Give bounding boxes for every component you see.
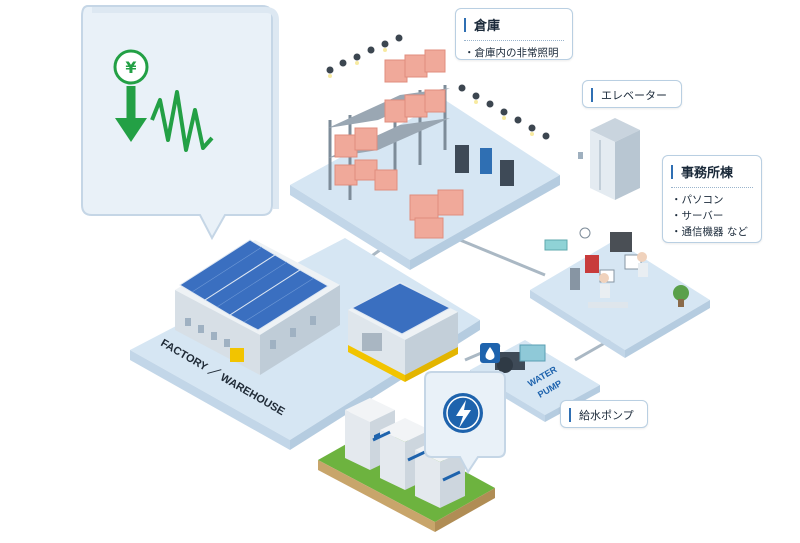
speech-bubble xyxy=(81,5,279,241)
elevator-callout-header: エレベーター xyxy=(591,87,673,103)
pump-callout-header: 給水ポンプ xyxy=(569,407,639,423)
warehouse-callout-title: 倉庫 xyxy=(474,19,501,34)
pump-callout-title: 給水ポンプ xyxy=(579,409,634,422)
warehouse-callout-item: ・倉庫内の非常照明 xyxy=(464,47,559,59)
office-callout-item: ・サーバー xyxy=(671,210,724,222)
office-callout-title: 事務所棟 xyxy=(681,166,734,181)
callout-accent-bar xyxy=(569,408,571,422)
callout-divider xyxy=(464,40,564,41)
warehouse-platform xyxy=(290,34,560,270)
callout-accent-bar xyxy=(671,164,673,179)
office-callout-item: ・パソコン xyxy=(671,194,724,206)
callout-divider xyxy=(671,187,753,188)
office-callout: 事務所棟 ・パソコン ・サーバー ・通信機器 など xyxy=(662,155,762,243)
factory-platform: FACTORY ／ WAREHOUSE xyxy=(130,238,480,450)
svg-text:¥: ¥ xyxy=(125,58,136,77)
callout-accent-bar xyxy=(591,88,593,102)
pump-callout: 給水ポンプ xyxy=(560,400,648,428)
water-drop-icon xyxy=(480,343,500,363)
warehouse-callout: 倉庫 ・倉庫内の非常照明 xyxy=(455,8,573,60)
lightning-bolt-icon xyxy=(443,393,483,433)
elevator-callout: エレベーター xyxy=(582,80,682,108)
elevator-illustration xyxy=(578,118,640,200)
yen-down-chart-icon: ¥ xyxy=(113,49,214,152)
office-callout-header: 事務所棟 xyxy=(671,162,753,181)
callout-accent-bar xyxy=(464,17,466,32)
elevator-callout-title: エレベーター xyxy=(601,89,667,102)
warehouse-callout-header: 倉庫 xyxy=(464,15,564,34)
office-platform xyxy=(530,227,710,358)
office-callout-item: ・通信機器 など xyxy=(671,226,748,238)
